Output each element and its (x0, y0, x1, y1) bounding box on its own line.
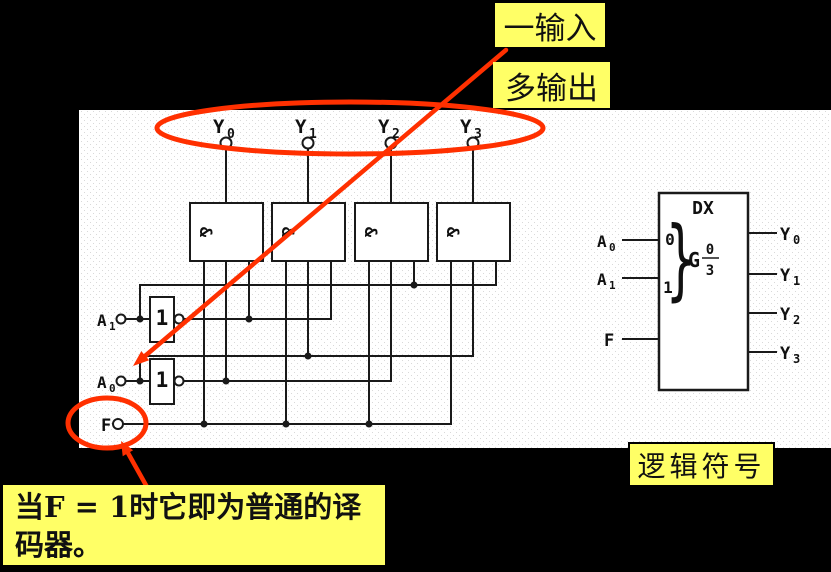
symbol-brace: } (666, 207, 695, 310)
label-a1-sub: 1 (109, 320, 116, 333)
symbol-range-bottom: 3 (706, 263, 714, 279)
label-a0-sub: 0 (109, 382, 116, 395)
symbol-label-y1: Y (780, 266, 791, 286)
callout-note-line1: 当F = 1时它即为普通的译 (15, 490, 362, 524)
not-bubble-a1 (173, 313, 185, 325)
arrow-note-shaft (125, 450, 150, 490)
symbol-label-y3: Y (780, 344, 791, 364)
junction-dot (410, 281, 418, 289)
label-y3-sub: 3 (474, 127, 482, 142)
symbol-label-a0: A (597, 232, 607, 251)
label-y3: Y (460, 116, 472, 138)
and-gate-box-y0 (189, 202, 264, 262)
callout-note: 当F = 1时它即为普通的译 码器。 (3, 485, 385, 565)
not-symbol: 1 (156, 368, 169, 392)
junction-dot (136, 315, 144, 323)
wire-net-a0-inverted (184, 261, 392, 382)
symbol-label-y2: Y (780, 305, 791, 325)
symbol-label-a0-sub: 0 (609, 241, 616, 254)
symbol-pin-0: 0 (665, 230, 675, 249)
junction-dot (136, 377, 144, 385)
symbol-output-lines (748, 232, 777, 353)
junction-dot (200, 420, 208, 428)
not-symbol: 1 (156, 306, 169, 330)
outputs-highlight-ellipse (154, 99, 546, 157)
callout-logic-symbol: 逻辑符号 (628, 442, 775, 487)
and-symbol: & (360, 227, 380, 238)
red-arrowheads (121, 351, 150, 457)
and-gate-box-y1 (271, 202, 346, 262)
symbol-label-a1: A (597, 270, 607, 289)
junction-dot (282, 420, 290, 428)
label-y1: Y (295, 116, 307, 138)
terminal-a1 (115, 313, 127, 325)
and-gate-box-y3 (436, 202, 511, 262)
terminal-y1 (301, 136, 315, 150)
symbol-label-y1-sub: 1 (793, 274, 800, 288)
arrow-one-input-shaft (142, 47, 509, 359)
and-symbol: & (442, 227, 462, 238)
callout-multi-output-text: 多输出 (505, 70, 598, 107)
arrow-note-head (121, 441, 134, 457)
and-gate-box-y2 (354, 202, 429, 262)
logic-symbol-pins (622, 232, 777, 353)
symbol-range-top: 0 (706, 242, 714, 258)
red-annotations (65, 47, 546, 490)
terminal-a0 (115, 375, 127, 387)
label-y0: Y (213, 116, 225, 138)
junction-dots (136, 281, 418, 428)
label-y2-sub: 2 (392, 127, 400, 142)
symbol-label-y2-sub: 2 (793, 313, 800, 327)
junction-dot (365, 420, 373, 428)
logic-symbol-text: DX 0 1 } G 0 3 A 0 A 1 F Y 0 Y 1 Y 2 Y 3 (597, 198, 800, 366)
callout-multi-output: 多输出 (493, 62, 610, 108)
label-y0-sub: 0 (227, 127, 235, 142)
label-f: F (101, 416, 111, 436)
not-bubble-a0 (173, 375, 185, 387)
symbol-label-a1-sub: 1 (609, 279, 616, 292)
symbol-label-y3-sub: 3 (793, 352, 800, 366)
inverters (149, 296, 185, 405)
symbol-brace-group: } (666, 207, 695, 310)
logic-symbol-box (657, 191, 750, 392)
wire-net-f (123, 261, 452, 425)
callout-logic-symbol-text: 逻辑符号 (637, 449, 766, 483)
symbol-input-lines (622, 239, 659, 340)
label-a1: A (97, 311, 107, 330)
junction-dot (304, 352, 312, 360)
label-y2: Y (378, 116, 390, 138)
and-gates (189, 202, 511, 262)
junction-dot (222, 377, 230, 385)
and-symbol: & (195, 227, 215, 238)
and-symbol: & (277, 227, 297, 238)
wire-output-drops (225, 149, 474, 203)
symbol-pin-1: 1 (663, 278, 673, 297)
symbol-label-y0: Y (780, 225, 791, 245)
symbol-label-f: F (604, 331, 614, 351)
junction-dot (245, 315, 253, 323)
symbol-title: DX (692, 198, 714, 219)
callout-note-line2: 码器。 (15, 528, 103, 562)
callout-one-input-text: 一输入 (503, 10, 597, 47)
terminal-f (112, 418, 124, 430)
label-a0: A (97, 373, 107, 392)
f-highlight-ellipse (65, 395, 149, 451)
arrow-one-input-head (133, 351, 150, 366)
callout-one-input: 一输入 (495, 3, 605, 47)
label-y1-sub: 1 (309, 127, 317, 142)
symbol-g-dependency: G (688, 248, 700, 272)
and-gate-symbols: & & & & (195, 227, 462, 238)
symbol-label-y0-sub: 0 (793, 233, 800, 247)
circuit-labels: Y 0 Y 1 Y 2 Y 3 A 1 A 0 F (97, 116, 482, 436)
